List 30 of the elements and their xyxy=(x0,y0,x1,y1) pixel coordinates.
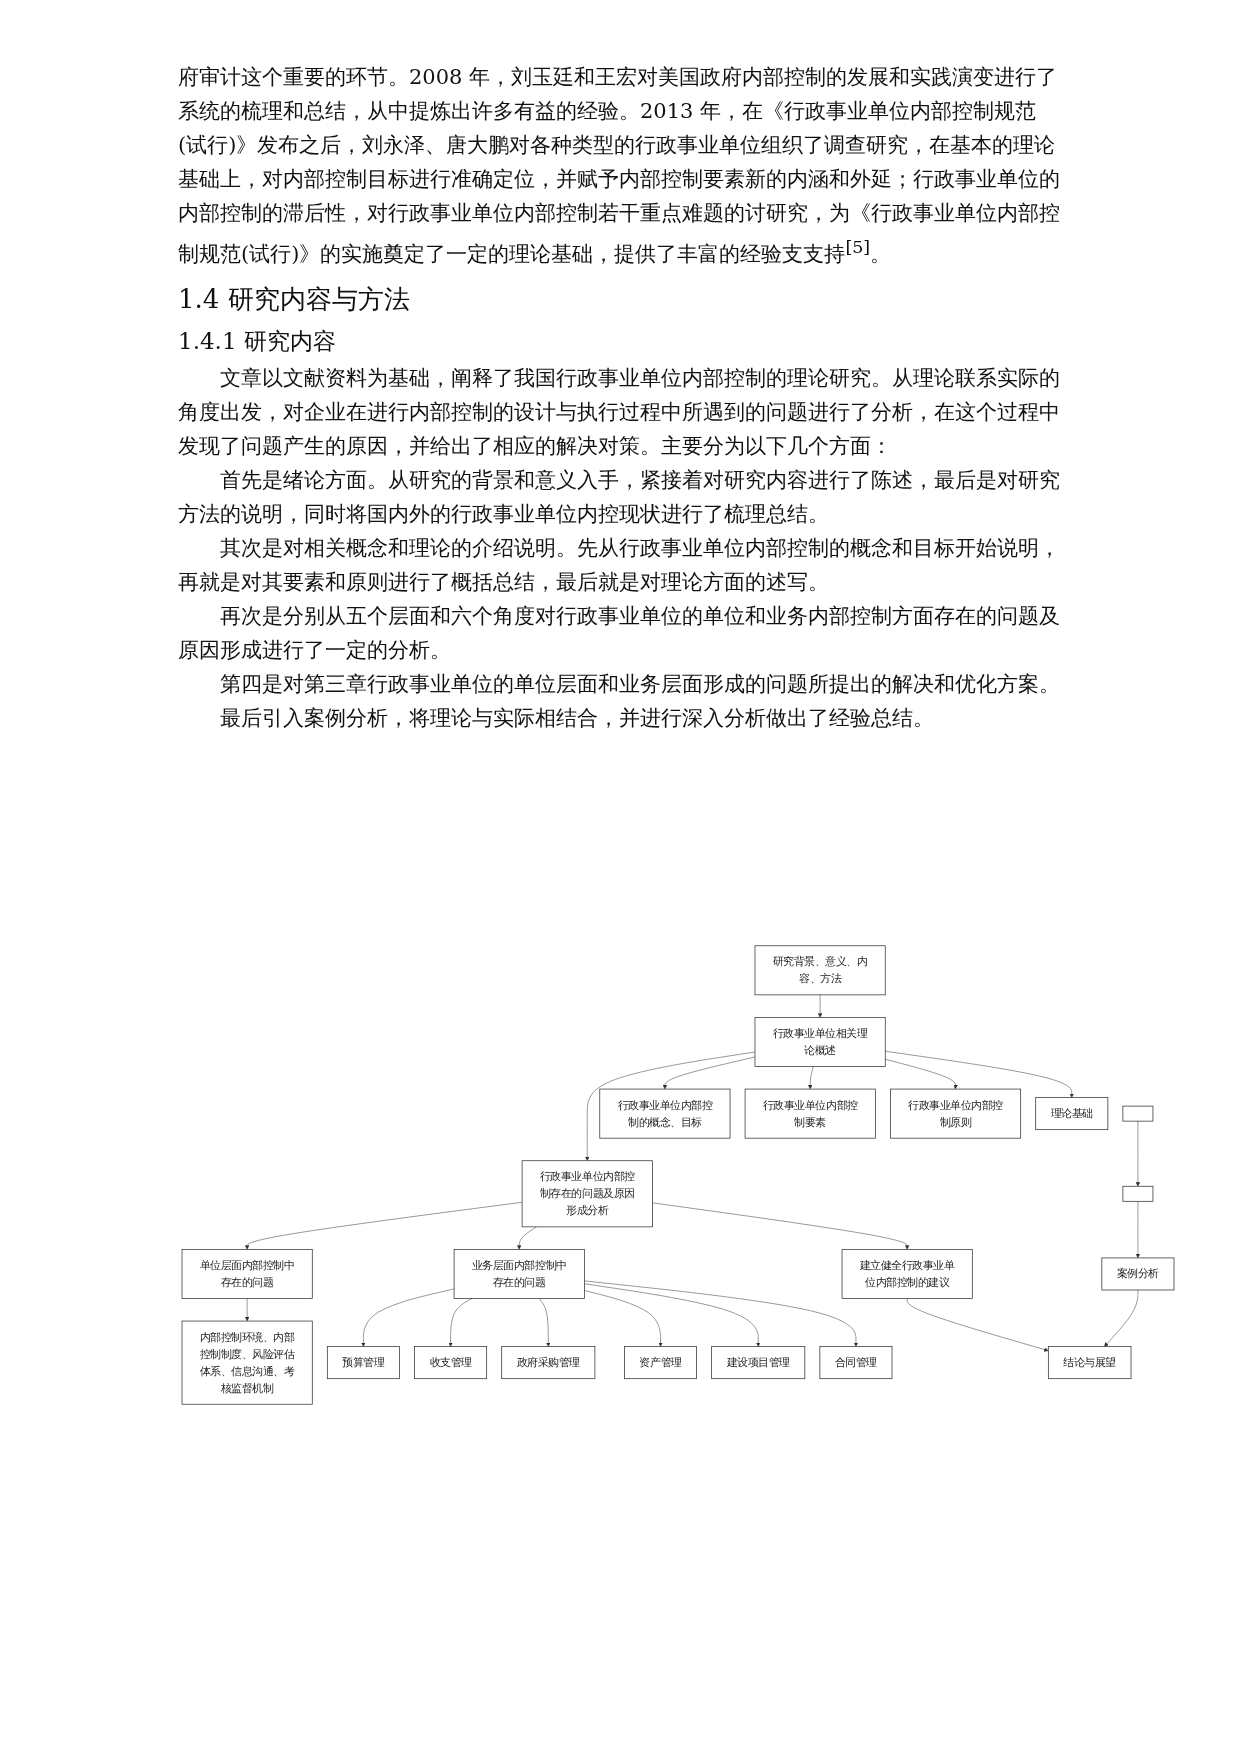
subsection-heading: 1.4.1 研究内容 xyxy=(178,327,337,356)
node-box: 内部控制环境、内部控制制度、风险评估体系、信息沟通、考核监督机制 xyxy=(181,1320,313,1405)
node-box: 合同管理 xyxy=(819,1346,893,1380)
node-box: 政府采购管理 xyxy=(501,1346,596,1380)
body-paragraph: 其次是对相关概念和理论的介绍说明。先从行政事业单位内部控制的概念和目标开始说明，再就是对其要素和原则进行了概括总结，最后就是对理论方面的述写。 xyxy=(178,535,1061,596)
node-box: 行政事业单位相关理论概述 xyxy=(754,1017,886,1067)
node-box: 理论基础 xyxy=(1035,1097,1109,1131)
body-paragraph: 府审计这个重要的环节。2008 年，刘玉廷和王宏对美国政府内部控制的发展和实践演变进行了系统的梳理和总结，从中提炼出许多有益的经验。2013 年，在《行政事业单位内部控制规范(试行)》发布之后，刘永泽、唐大鹏对各种类型的行政事业单位组织了调查研究，在基本的理论基础上，对内部控制目标进行准确定位，并赋予内部控制要素新的内涵和外延；行政事业单位的内部控制的滞后性，对行政事业单位内部控制若干重点难题的讨研究，为《行政事业单位内部控制规范(试行)》的实施奠定了一定的理论基础，提供了丰富的经验支支持$^{[5]}$。 xyxy=(178,64,1061,268)
node-box: 收支管理 xyxy=(414,1346,488,1380)
node-box: 单位层面内部控制中存在的问题 xyxy=(181,1249,313,1299)
node-box: 资产管理 xyxy=(624,1346,697,1380)
node-box: 结论与展望 xyxy=(1047,1346,1132,1380)
body-paragraph: 首先是绪论方面。从研究的背景和意义入手，紧接着对研究内容进行了陈述，最后是对研究方法的说明，同时将国内外的行政事业单位内控现状进行了梳理总结。 xyxy=(178,467,1061,528)
node-box: 业务层面内部控制中存在的问题 xyxy=(453,1249,585,1299)
node-box xyxy=(1122,1105,1154,1122)
node-box: 案例分析 xyxy=(1101,1257,1175,1291)
node-box xyxy=(1122,1185,1154,1202)
body-paragraph: 第四是对第三章行政事业单位的单位层面和业务层面形成的问题所提出的解决和优化方案。 xyxy=(219,671,1061,698)
node-box: 建立健全行政事业单位内部控制的建议 xyxy=(841,1249,973,1299)
node-box: 行政事业单位内部控制要素 xyxy=(744,1088,876,1139)
body-paragraph: 再次是分别从五个层面和六个角度对行政事业单位的单位和业务内部控制方面存在的问题及原因形成进行了一定的分析。 xyxy=(178,603,1061,664)
node-box: 建设项目管理 xyxy=(711,1346,806,1380)
node-box: 行政事业单位内部控制存在的问题及原因形成分析 xyxy=(521,1160,653,1228)
node-box: 预算管理 xyxy=(326,1346,400,1380)
node-box: 行政事业单位内部控制的概念、目标 xyxy=(599,1088,731,1139)
body-paragraph: 文章以文献资料为基础，阐释了我国行政事业单位内部控制的理论研究。从理论联系实际的角度出发，对企业在进行内部控制的设计与执行过程中所遇到的问题进行了分析，在这个过程中发现了问题产生的原因，并给出了相应的解决对策。主要分为以下几个方面： xyxy=(178,365,1061,460)
section-heading: 1.4 研究内容与方法 xyxy=(178,283,411,316)
body-paragraph: 最后引入案例分析，将理论与实际相结合，并进行深入分析做出了经验总结。 xyxy=(219,705,935,732)
node-box: 行政事业单位内部控制原则 xyxy=(890,1088,1022,1139)
node-box: 研究背景、意义、内容、方法 xyxy=(754,945,886,996)
